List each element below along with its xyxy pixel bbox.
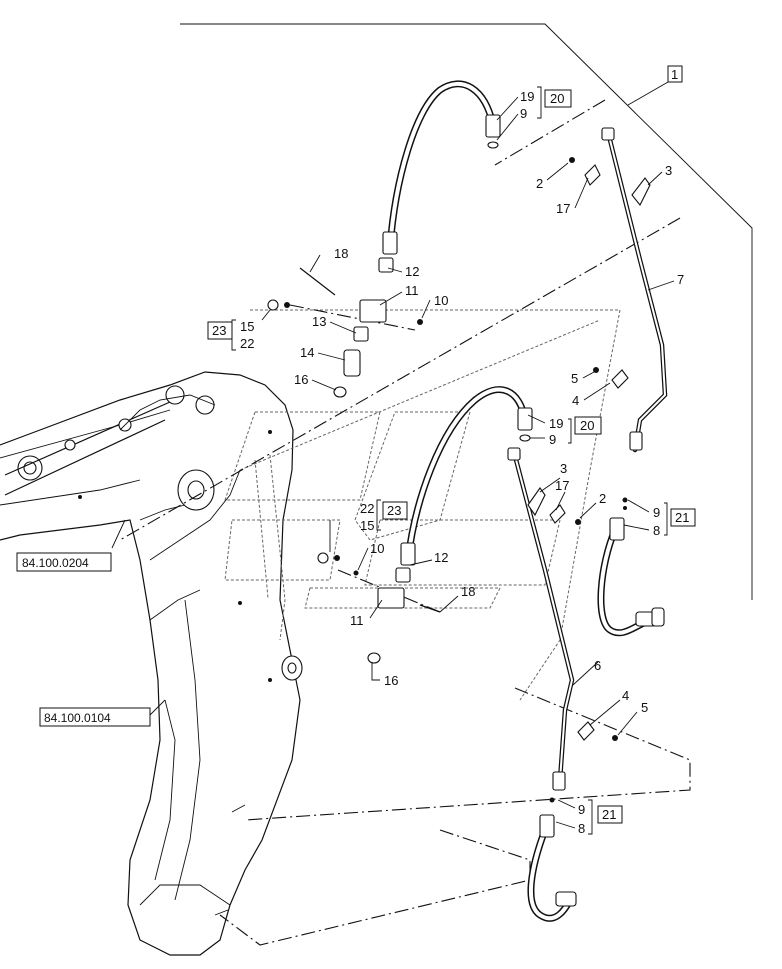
callout-21-top: 21 — [675, 510, 689, 525]
upper-hose-assembly — [267, 80, 501, 398]
callout-11-top: 11 — [405, 283, 419, 298]
callout-numbers: 18 12 11 10 13 14 16 15 22 19 9 2 17 3 7… — [240, 89, 684, 836]
reference-box-b[interactable]: 84.100.0104 — [39, 707, 151, 727]
callout-6: 6 — [594, 658, 601, 673]
callout-15-top: 15 — [240, 319, 254, 334]
callout-20-top: 20 — [550, 91, 564, 106]
middle-hose-assembly — [317, 386, 533, 664]
callout-9-b: 9 — [549, 432, 556, 447]
callout-23-mid: 23 — [387, 503, 401, 518]
callout-5-top: 5 — [571, 371, 578, 386]
callout-17-mid: 17 — [555, 478, 569, 493]
callout-17-top: 17 — [556, 201, 570, 216]
callout-9-a: 9 — [520, 106, 527, 121]
callout-16-mid: 16 — [384, 673, 398, 688]
reference-label-b: 84.100.0104 — [44, 711, 111, 725]
callout-3-mid: 3 — [560, 461, 567, 476]
callout-22-mid: 22 — [360, 501, 374, 516]
callout-7: 7 — [677, 272, 684, 287]
upper-steel-pipe — [569, 127, 668, 453]
callout-11-mid: 11 — [350, 613, 364, 628]
callout-21-bot: 21 — [602, 807, 616, 822]
leader-lines — [111, 81, 675, 829]
boom-decal-ghost — [224, 309, 621, 701]
boxed-callouts: 1 20 20 21 21 23 23 — [207, 65, 696, 824]
callout-15-mid: 15 — [360, 518, 374, 533]
callout-19-top: 19 — [520, 89, 534, 104]
callout-2-top: 2 — [536, 176, 543, 191]
callout-12-mid: 12 — [434, 550, 448, 565]
callout-23-top: 23 — [212, 323, 226, 338]
callout-9-d: 9 — [578, 802, 585, 817]
assembly-outline — [180, 23, 753, 600]
callout-14: 14 — [300, 345, 314, 360]
callout-9-c: 9 — [653, 505, 660, 520]
callout-20-mid: 20 — [580, 418, 594, 433]
callout-8-bot: 8 — [578, 821, 585, 836]
callout-13: 13 — [312, 314, 326, 329]
callout-8-top: 8 — [653, 523, 660, 538]
boom-arm — [0, 371, 303, 956]
callout-18-top: 18 — [334, 246, 348, 261]
callout-1: 1 — [671, 67, 678, 82]
reference-box-a[interactable]: 84.100.0204 — [16, 552, 112, 572]
callout-3-top: 3 — [665, 163, 672, 178]
upper-right-hose — [597, 497, 665, 637]
callout-10-top: 10 — [434, 293, 448, 308]
reference-label-a: 84.100.0204 — [22, 556, 89, 570]
callout-4-top: 4 — [572, 393, 579, 408]
callout-16-top: 16 — [294, 372, 308, 387]
callout-5-bot: 5 — [641, 700, 648, 715]
callout-18-mid: 18 — [461, 584, 475, 599]
callout-12-top: 12 — [405, 264, 419, 279]
lower-steel-pipe — [507, 447, 618, 791]
callout-19-mid: 19 — [549, 416, 563, 431]
callout-22-top: 22 — [240, 336, 254, 351]
callout-2-mid: 2 — [599, 491, 606, 506]
callout-4-bot: 4 — [622, 688, 629, 703]
lower-hose — [527, 797, 577, 922]
callout-10-mid: 10 — [370, 541, 384, 556]
